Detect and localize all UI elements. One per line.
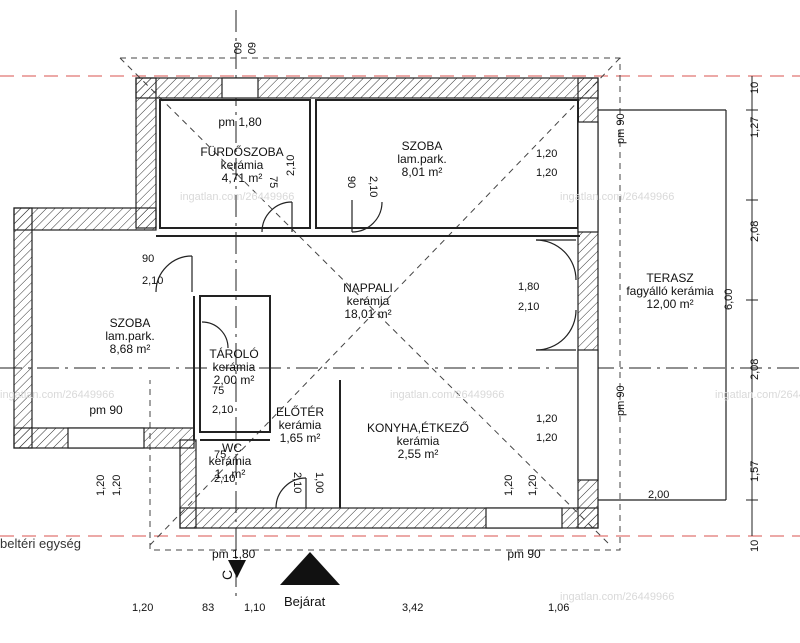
dim-label: 60 [231, 42, 243, 54]
dim-label: 83 [202, 602, 214, 614]
dim-label: 2,00 [648, 489, 669, 501]
room-wc: WC kerámia 1,..m² [209, 441, 252, 481]
room-hall: ELŐTÉR kerámia 1,65 m² [276, 404, 324, 445]
room-note: pm 90 [89, 403, 123, 417]
dim-label: 3,42 [402, 602, 423, 614]
room-area: 12,00 m² [646, 297, 693, 311]
construction-lines [0, 75, 800, 537]
room-name: NAPPALI [343, 281, 393, 295]
dim-label: 2,10 [285, 155, 297, 176]
dim-label: 10 [749, 540, 761, 552]
dim-label: 1,20 [536, 432, 557, 444]
dim-label: 75 [214, 449, 226, 461]
room-bathroom: pm 1,80 FÜRDŐSZOBA kerámia 4,71 m² [200, 115, 283, 185]
roof-lines [119, 57, 621, 551]
dim-label: 2,10 [367, 176, 379, 197]
room-area: 8,01 m² [402, 165, 443, 179]
dim-label: pm 90 [615, 113, 627, 144]
dim-label: 1,57 [749, 461, 761, 482]
room-left: SZOBA lam.park. 8,68 m² pm 90 [89, 316, 154, 417]
room-note: pm 90 [507, 547, 541, 561]
room-name: SZOBA [402, 139, 443, 153]
dim-label: 60 [245, 42, 257, 54]
windows [67, 77, 599, 529]
watermark: ingatlan.com/26449966 [715, 389, 800, 401]
dim-label: 1,06 [548, 602, 569, 614]
dim-label: 2,10 [212, 404, 233, 416]
dim-label: 75 [212, 385, 224, 397]
room-floor: kerámia [213, 360, 256, 374]
entrance-label: Bejárat [284, 594, 326, 609]
section-marker-label: C [219, 570, 235, 580]
room-floor: kerámia [221, 158, 264, 172]
dim-label: 75 [267, 176, 279, 188]
room-name: WC [222, 441, 242, 455]
dim-label: 1,20 [536, 148, 557, 160]
room-storage: TÁROLÓ kerámia 2,00 m² [209, 346, 258, 387]
room-name: TERASZ [646, 271, 693, 285]
watermark: ingatlan.com/26449966 [180, 191, 294, 203]
room-name: FÜRDŐSZOBA [200, 144, 283, 159]
dim-label: 1,20 [527, 475, 539, 496]
room-area: 4,71 m² [222, 171, 263, 185]
room-area: 8,68 m² [110, 342, 151, 356]
section-marker-icon [228, 560, 246, 578]
dim-label: 1,80 [518, 281, 539, 293]
room-floor: lam.park. [397, 152, 446, 166]
room-area: 2,00 m² [214, 373, 255, 387]
room-name: SZOBA [110, 316, 151, 330]
room-floor: kerámia [397, 434, 440, 448]
dim-label: 90 [345, 176, 357, 188]
dim-label: 2,10 [214, 473, 235, 485]
door-swings [155, 200, 577, 509]
room-floor: fagyálló kerámia [626, 284, 714, 298]
watermark: ingatlan.com/26449966 [0, 389, 114, 401]
room-area: 1,65 m² [280, 431, 321, 445]
dim-label: 6,00 [723, 289, 735, 310]
dim-label: 1,20 [536, 413, 557, 425]
dim-label: pm 90 [615, 385, 627, 416]
dim-label: 2,10 [142, 275, 163, 287]
room-terrace: TERASZ fagyálló kerámia 12,00 m² [626, 271, 714, 311]
watermark: ingatlan.com/26449966 [560, 591, 674, 603]
room-kitchen: KONYHA,ÉTKEZŐ kerámia 2,55 m² pm 90 [367, 420, 541, 561]
dim-label: 10 [749, 82, 761, 94]
room-note: pm 1,80 [218, 115, 262, 129]
side-dimension-line [746, 76, 758, 536]
room-living: NAPPALI kerámia 18,01 m² [343, 281, 393, 321]
dim-label: 2,08 [749, 221, 761, 242]
dim-label: 90 [142, 253, 154, 265]
room-name: KONYHA,ÉTKEZŐ [367, 420, 469, 435]
dim-label: 1,20 [111, 475, 123, 496]
room-floor: lam.park. [105, 329, 154, 343]
dim-label: 2,10 [518, 301, 539, 313]
pm-entrance-label: pm 1,80 [212, 547, 256, 561]
watermark: ingatlan.com/26449966 [560, 191, 674, 203]
room-top: SZOBA lam.park. 8,01 m² [397, 139, 446, 179]
dim-label: 1,10 [244, 602, 265, 614]
room-floor: kerámia [209, 454, 252, 468]
dim-label: 2,08 [749, 359, 761, 380]
room-area: 1,..m² [215, 467, 246, 481]
terrace-outline [598, 109, 727, 501]
unit-label: beltéri egység [0, 536, 81, 551]
dim-label: 1,20 [132, 602, 153, 614]
dim-label: 1,27 [749, 117, 761, 138]
outer-walls [13, 77, 599, 529]
entrance-arrow-icon [280, 552, 340, 585]
dim-label: 1,20 [95, 475, 107, 496]
dim-label: 1,20 [503, 475, 515, 496]
room-area: 2,55 m² [398, 447, 439, 461]
room-floor: kerámia [279, 418, 322, 432]
dim-label: 1,00 [313, 472, 325, 493]
room-name: ELŐTÉR [276, 404, 324, 419]
watermark: ingatlan.com/26449966 [390, 389, 504, 401]
dim-label: 2,10 [291, 472, 303, 493]
dim-label: 1,20 [536, 167, 557, 179]
dimension-labels: 60 60 75 2,10 90 2,10 90 2,10 1,20 1,20 … [95, 42, 761, 614]
room-area: 18,01 m² [344, 307, 391, 321]
room-name: TÁROLÓ [209, 346, 258, 361]
room-floor: kerámia [347, 294, 390, 308]
